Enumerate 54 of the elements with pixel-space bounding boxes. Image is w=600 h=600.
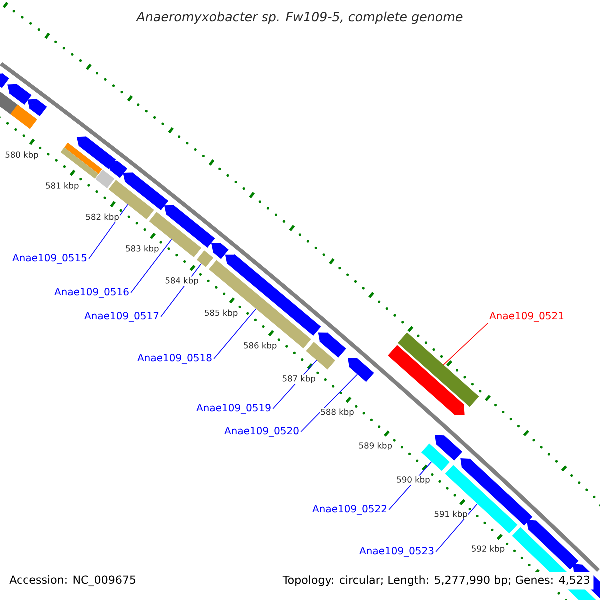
gene-label: Anae109_0522 — [312, 505, 386, 515]
leader-line — [443, 323, 488, 366]
tick-label: 581 kbp — [44, 182, 80, 192]
info-panel: Topology: circular; Length: 5,277,990 bp; Genes: 4,523 — [280, 572, 594, 590]
gene-bar — [306, 342, 336, 370]
tick-label: 582 kbp — [85, 213, 120, 222]
gene-label: Anae109_0516 — [54, 288, 129, 298]
gene-block — [164, 205, 216, 248]
leader-line — [300, 374, 358, 432]
tick-label: 592 kbp — [470, 544, 506, 554]
tick-label: 583 kbp — [124, 244, 160, 254]
gene-bar — [196, 250, 214, 268]
gene-label: Anae109_0520 — [224, 427, 299, 437]
tick-label: 580 kbp — [4, 150, 40, 160]
gene-label: Anae109_0523 — [360, 547, 434, 557]
gene-block — [0, 74, 10, 88]
gene-block — [527, 520, 579, 570]
gene-label: Anae109_0517 — [84, 312, 159, 322]
tick-label: 586 kbp — [242, 342, 278, 352]
gene-block — [435, 435, 462, 461]
gene-bar — [96, 170, 115, 188]
gene-block — [212, 243, 229, 260]
gene-block — [318, 332, 346, 358]
gene-block — [8, 84, 32, 105]
gene-block — [108, 160, 128, 178]
gene-label: Anae109_0515 — [12, 254, 87, 264]
tick-label: 584 kbp — [164, 276, 200, 286]
gene-bar — [10, 104, 38, 130]
leader-line — [436, 504, 478, 552]
tick-label: 589 kbp — [358, 442, 394, 452]
gene-bar — [60, 148, 99, 179]
leader-line — [130, 239, 172, 294]
accession-text: Accession: NC_009675 — [10, 576, 136, 587]
gene-bar — [398, 332, 480, 408]
gene-bar — [64, 142, 102, 174]
tick-label: 588 kbp — [320, 408, 356, 418]
tick-label: 587 kbp — [282, 374, 317, 384]
title: Anaeromyxobacter sp. Fw109-5, complete genome — [136, 12, 463, 24]
gene-block — [123, 172, 169, 210]
tick-label: 590 kbp — [396, 476, 432, 486]
leader-line — [214, 308, 257, 360]
gene-block — [225, 254, 322, 336]
gene-bar — [0, 92, 20, 116]
tick-label: 585 kbp — [204, 309, 239, 318]
gene-label: Anae109_0519 — [196, 404, 271, 414]
gene-block — [28, 99, 48, 117]
gene-bar — [421, 444, 450, 472]
gene-block — [76, 136, 116, 170]
gene-block — [348, 358, 374, 382]
leader-line — [88, 204, 128, 260]
gene-label: Anae109_0521 — [490, 312, 564, 322]
tick-label: 591 kbp — [434, 510, 469, 520]
gene-label: Anae109_0518 — [138, 354, 212, 364]
gene-block — [388, 345, 465, 416]
